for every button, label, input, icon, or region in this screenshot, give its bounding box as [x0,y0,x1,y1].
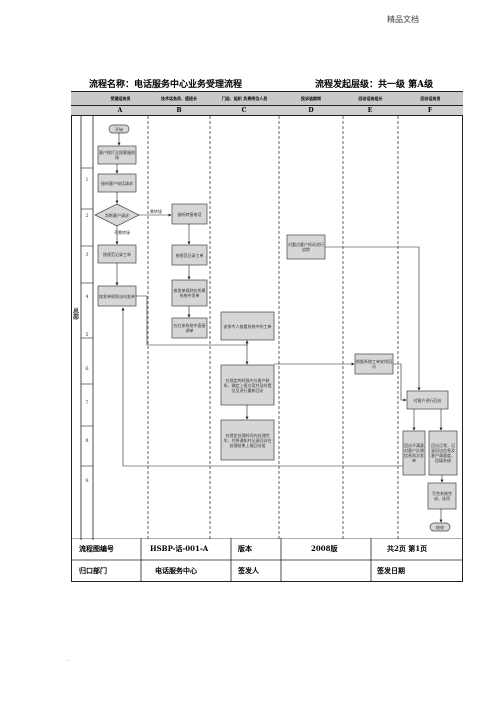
bottom-mark: . [67,656,69,663]
decision-no-transfer-label: 不需转接 [114,229,130,235]
row-2: 2 [85,213,89,219]
query-ticket-step: 在红体系统中直接调单 [173,323,206,333]
arrange-callback-step: 根据系统工单安排回访 [356,359,392,369]
role-a: 受理话务员 [110,95,131,101]
record-ticket-step-b: 按规范记录工单 [175,252,204,258]
assign-staff-step: 安排专人查看系统中的工单 [223,323,272,329]
role-f: 回访话务员 [420,95,441,101]
row-8: 8 [85,438,89,444]
start-node: 开始 [115,126,123,132]
dispatch-step-a: 按发单规则派向发单 [99,293,135,299]
sign-date-label: 签发日期 [377,566,405,575]
column-header: A B C D E F [71,106,463,116]
close-system-step: 写完系统完成，选项 [432,491,452,501]
process-level: 流程发起层级：共一级 第A级 [315,80,434,90]
callback-customer-step: 对客户进行回访 [413,397,442,403]
record-ticket-step-a: 按规范记录工单 [103,251,131,257]
page-header: 精品文档 [387,15,419,24]
decision-transfer-label: 需转接 [150,208,162,214]
footer-row-1: 流程图编号 HSBP-话-001-A 版本 2008版 共2页 第1页 [71,539,463,559]
column-b: B [176,107,182,114]
column-a: A [117,107,123,114]
answer-transfer-step: 接听转接电话 [177,211,202,217]
process-result-step: 在规定处理时间内处理完毕，并将通知并记录回访在处理结果上报回访组 [223,432,272,448]
row-4: 4 [85,294,89,300]
page-count: 共2页 第1页 [387,544,428,553]
role-e: 回访话务组长 [358,95,383,101]
row-5: 5 [85,332,89,338]
column-e: E [367,107,373,114]
version-label: 版本 [238,544,252,553]
column-d: D [308,107,314,114]
dept-label: 归口部门 [79,566,107,575]
dept-value: 电话服务中心 [155,566,197,575]
code-label: 流程图编号 [79,544,114,553]
dispatch-step-b: 按发单规则在所属系统中发单 [173,288,206,298]
contact-customer-step: 在规定的时限内与客户联系，确定上报方案并及时提交至进行重新回访 [223,377,272,393]
version-value: 2008版 [311,544,338,553]
column-c: C [241,107,247,114]
end-node: 结束 [436,524,444,530]
row-6: 6 [85,366,89,372]
side-label: 总部 [72,308,79,321]
unsatisfied-reissue-step: 回访不满意对客户反馈信息再次发单 [404,443,424,463]
code-value: HSBP-话-001-A [150,544,209,553]
flow-diagram [80,116,458,540]
role-d: 投诉追踪岗 [301,95,321,101]
row-1: 1 [85,177,89,183]
role-b: 技术话务员、值班长 [161,95,197,101]
satisfied-record-step: 回访正常，记录回访信息及客户满意度，回填系统 [431,443,455,463]
signer-label: 签发人 [238,566,259,575]
column-f: F [427,107,433,114]
role-header: 受理话务员 技术话务员、值班长 门店、组织 负责岗位人员 投诉追踪岗 回访话务组… [71,92,463,106]
row-7: 7 [85,400,89,406]
title-bar: 流程名称：电话服务中心业务受理流程 流程发起层级：共一级 第A级 [71,74,463,92]
dial-hotline-step: 客户拨打全国客服热线 [99,150,135,160]
row-3: 3 [85,252,89,258]
footer-row-2: 归口部门 电话服务中心 签发人 签发日期 [71,561,463,581]
process-name: 流程名称：电话服务中心业务受理流程 [89,80,243,90]
role-c: 门店、组织 负责岗位人员 [221,95,268,101]
row-9: 9 [85,478,89,484]
track-complaint-step: 对重点客户投诉进行追踪 [288,242,324,252]
answer-call-step: 接听客户电话请求 [101,180,133,186]
footer-grid [71,538,463,582]
request-decision: 判断客户请求 [105,212,129,218]
